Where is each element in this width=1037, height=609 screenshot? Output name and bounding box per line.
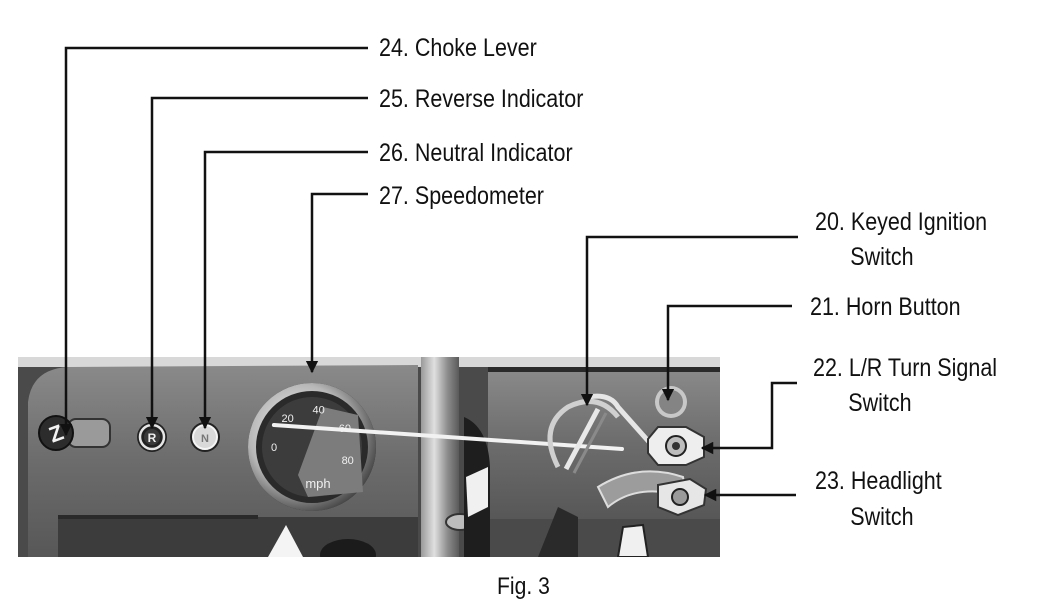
speedometer-unit: mph [305, 476, 330, 491]
callout-text: 25. Reverse Indicator [379, 85, 584, 113]
leader-speedometer [305, 192, 368, 374]
callout-text-line2: Switch [848, 389, 912, 417]
callout-speedometer: 27. Speedometer [379, 181, 544, 211]
callout-reverse-indicator: 25. Reverse Indicator [379, 84, 583, 114]
callout-text: 24. Choke Lever [379, 34, 537, 62]
callout-choke-lever: 24. Choke Lever [379, 33, 537, 63]
callout-text: 23. Headlight [815, 467, 942, 495]
speedometer-tick-label: 80 [342, 455, 354, 467]
reverse-glyph: R [148, 431, 157, 445]
ignition-switch-guard [547, 393, 688, 509]
callout-text: 27. Speedometer [379, 182, 544, 210]
dashboard-photo: Z R N 020406080 mph [18, 357, 720, 557]
callout-text-line2: Switch [850, 243, 914, 271]
speedometer-tick-label: 40 [312, 405, 324, 417]
neutral-glyph: N [201, 433, 209, 445]
callout-text-line2: Switch [850, 503, 914, 531]
reverse-indicator-lamp: R [137, 422, 167, 452]
callout-turn-signal-switch: 22. L/R Turn Signal Switch [813, 351, 997, 421]
callout-text: 26. Neutral Indicator [379, 139, 573, 167]
callout-neutral-indicator: 26. Neutral Indicator [379, 138, 573, 168]
callout-horn-button: 21. Horn Button [810, 292, 961, 322]
callout-text: 22. L/R Turn Signal [813, 354, 998, 382]
figure-caption: Fig. 3 [497, 573, 550, 600]
callout-text: 21. Horn Button [810, 293, 961, 321]
turn-signal-switch [647, 426, 705, 466]
headlight-switch [657, 477, 708, 517]
callout-keyed-ignition-switch: 20. Keyed Ignition Switch [815, 205, 987, 275]
choke-lever-knob: Z [38, 415, 111, 451]
neutral-indicator-lamp: N [190, 422, 220, 452]
callout-headlight-switch: 23. Headlight Switch [815, 463, 942, 535]
callout-text: 20. Keyed Ignition [815, 208, 988, 236]
horn-button [655, 386, 687, 418]
speedometer-tick-label: 0 [271, 442, 277, 454]
speedometer-tick-label: 20 [281, 413, 293, 425]
